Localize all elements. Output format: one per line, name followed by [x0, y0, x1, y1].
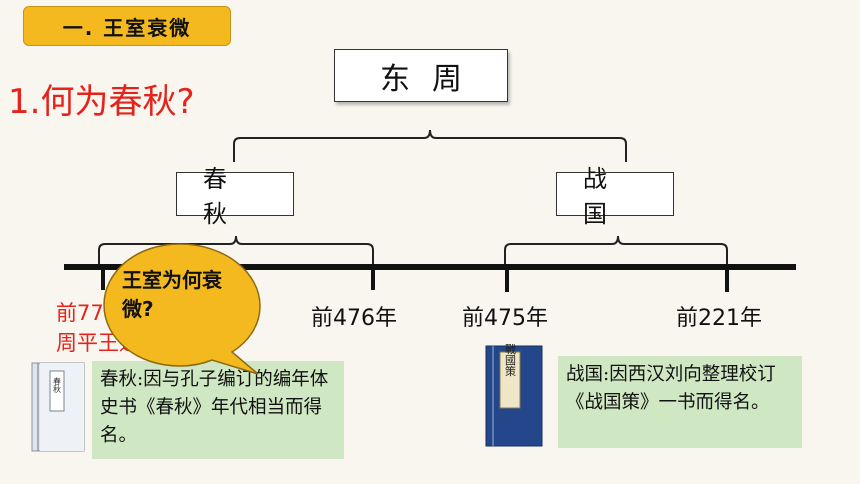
year-221-label: 前221年: [676, 306, 762, 331]
section-label: 一. 王室衰微: [23, 6, 231, 46]
speech-bubble: [103, 243, 261, 375]
year-475-label: 前475年: [462, 306, 548, 331]
chunqiu-book-title: 春秋: [53, 376, 62, 394]
chunqiu-brace: [98, 235, 374, 264]
bubble-text: 王室为何衰微?: [122, 268, 222, 321]
year-476-label: 前476年: [311, 306, 397, 331]
zhanguo-note: 战国:因西汉刘向整理校订《战国策》一书而得名。: [558, 356, 802, 448]
zhanguo-brace: [504, 235, 728, 264]
dongzhou-box: 东周: [334, 49, 508, 102]
chunqiu-book-icon: 春秋: [31, 362, 85, 452]
question-title: 1.何为春秋?: [8, 82, 195, 122]
chunqiu-box: 春秋: [176, 165, 294, 228]
zhanguo-book-icon: 戰國策: [485, 344, 543, 447]
speech-bubble-shape: [103, 243, 261, 375]
dongzhou-brace: [233, 129, 627, 162]
chunqiu-note: 春秋:因与孔子编订的编年体史书《春秋》年代相当而得名。: [92, 361, 344, 459]
zhanguo-box: 战国: [556, 165, 674, 228]
zhanguo-book-title: 戰國策: [504, 344, 517, 377]
